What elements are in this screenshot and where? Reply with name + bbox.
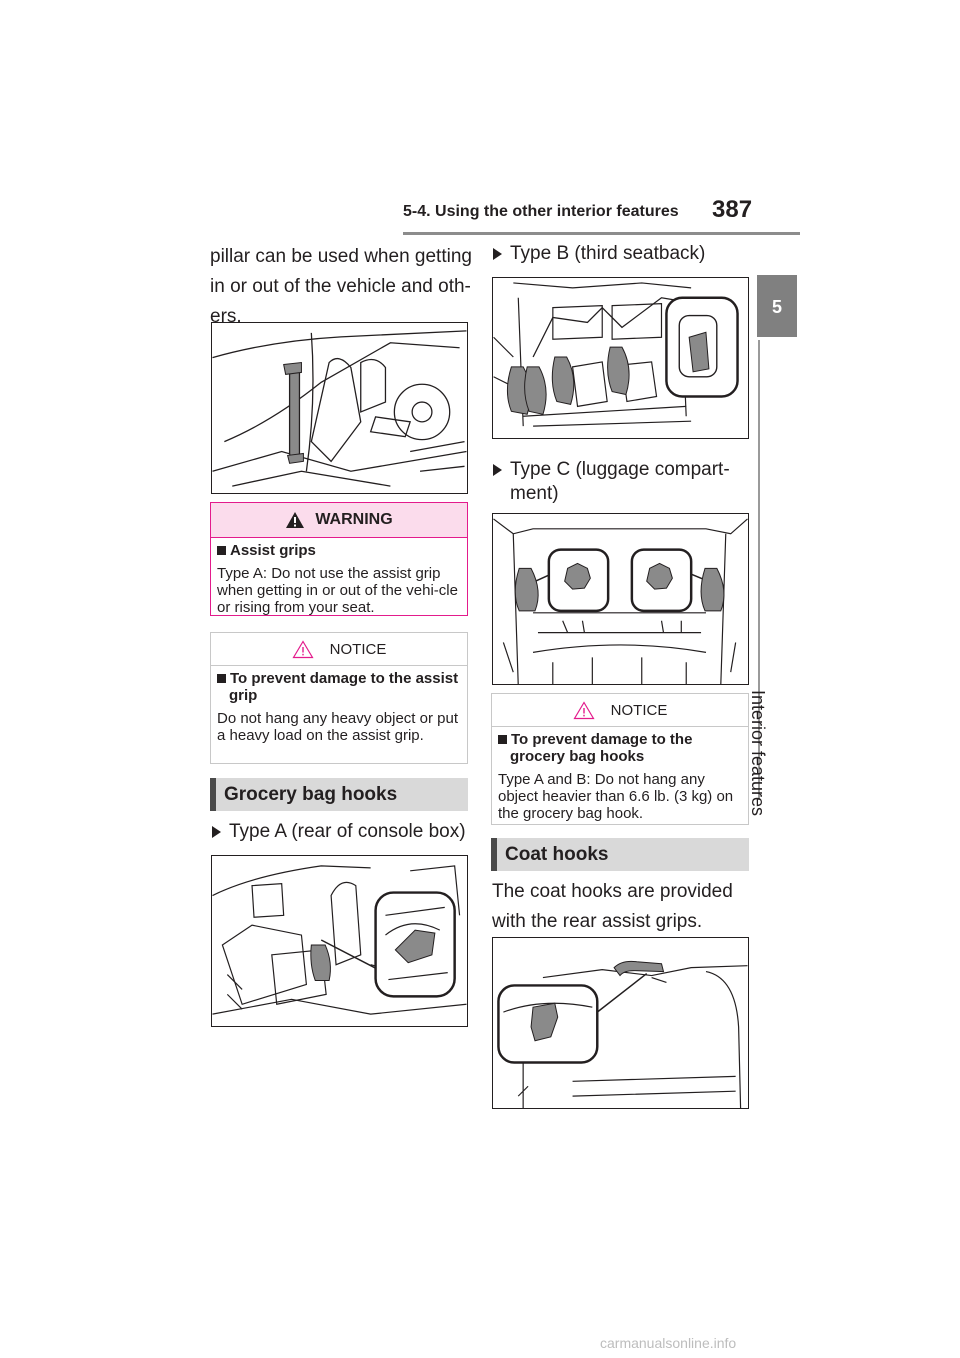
chapter-tab: [757, 275, 797, 337]
chapter-tab-rule: [758, 340, 760, 800]
grocery-bag-hooks-heading: Grocery bag hooks: [210, 778, 468, 811]
warning-subheading: Assist grips: [211, 538, 467, 559]
warning-title: WARNING: [315, 511, 393, 528]
section-title: 5-4. Using the other interior features: [403, 203, 679, 220]
assist-grip-drawing: [212, 330, 467, 487]
warning-body: Type A: Do not use the assist grip when …: [217, 565, 458, 616]
notice-title: NOTICE: [329, 640, 387, 658]
header-rule: [403, 232, 800, 235]
bullet-arrow-icon: [212, 826, 221, 838]
bullet-arrow-icon: [493, 464, 502, 476]
type-c-hook-illustration: [492, 513, 749, 685]
coat-hooks-heading: Coat hooks: [491, 838, 749, 871]
footer-watermark: carmanualsonline.info: [600, 1335, 737, 1351]
notice-subheading: To prevent damage to the assist grip: [211, 666, 467, 704]
type-c-drawing: [493, 518, 748, 684]
warning-icon: [286, 512, 305, 528]
caution-triangle-icon: [292, 639, 314, 658]
notice-box-grocery-hooks: NOTICE To prevent damage to the grocery …: [491, 693, 749, 825]
square-bullet-icon: [217, 674, 226, 683]
notice-header: NOTICE: [492, 694, 748, 727]
type-a-caption: Type A (rear of console box): [212, 820, 472, 844]
bullet-arrow-icon: [493, 248, 502, 260]
square-bullet-icon: [217, 546, 226, 555]
coat-hook-drawing: [497, 960, 748, 1108]
chapter-label: Interior features: [748, 690, 768, 817]
type-a-hook-illustration: [211, 855, 468, 1027]
notice-body: Type A and B: Do not hang any object hea…: [498, 771, 734, 822]
coat-hook-illustration: [492, 937, 749, 1109]
type-b-hook-illustration: [492, 277, 749, 439]
type-c-caption: Type C (luggage compart-ment): [493, 458, 753, 506]
notice-body: Do not hang any heavy object or put a he…: [217, 710, 458, 744]
assist-grip-illustration: [211, 322, 468, 494]
notice-box-assist-grip: NOTICE To prevent damage to the assist g…: [210, 632, 468, 764]
intro-text: pillar can be used when getting in or ou…: [210, 246, 472, 327]
type-b-drawing: [493, 282, 739, 427]
type-b-caption: Type B (third seatback): [493, 242, 753, 266]
coat-hooks-text: The coat hooks are provided with the rea…: [492, 881, 733, 932]
caution-triangle-icon: [573, 700, 595, 719]
warning-header: WARNING: [211, 503, 467, 538]
notice-subheading: To prevent damage to the grocery bag hoo…: [492, 727, 748, 765]
type-a-drawing: [212, 865, 467, 1015]
warning-box: WARNING Assist grips Type A: Do not use …: [210, 502, 468, 616]
chapter-number: 5: [771, 297, 782, 317]
notice-title: NOTICE: [610, 701, 668, 719]
page-number: 387: [712, 196, 753, 223]
notice-header: NOTICE: [211, 633, 467, 666]
square-bullet-icon: [498, 735, 507, 744]
